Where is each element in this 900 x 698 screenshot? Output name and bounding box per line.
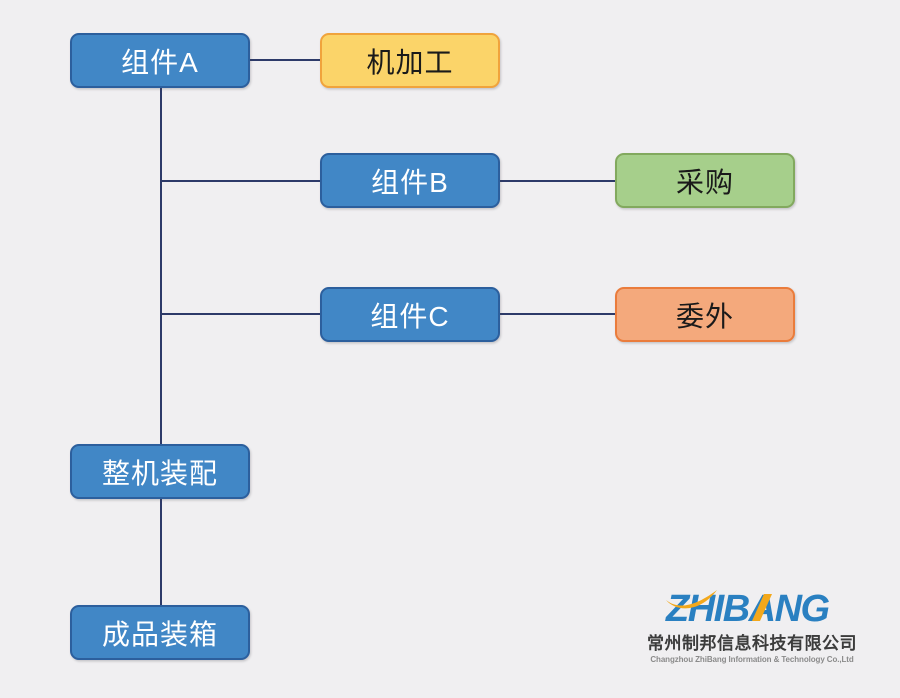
node-purchase[interactable]: 采购 (615, 153, 795, 208)
node-outsourcing[interactable]: 委外 (615, 287, 795, 342)
node-component-a[interactable]: 组件A (70, 33, 250, 88)
zhibang-logo: ZHIBANG (665, 588, 831, 628)
connector-trunk-compC (160, 313, 320, 315)
connector-compB-purchase (500, 180, 615, 182)
company-name-cn: 常州制邦信息科技有限公司 (647, 634, 857, 653)
connector-trunk-vertical (160, 88, 162, 606)
logo-swoosh-icon (666, 590, 717, 609)
logo-accent-a-stroke (752, 594, 772, 621)
node-label: 成品装箱 (101, 618, 218, 650)
company-logo-block: ZHIBANG 常州制邦信息科技有限公司 Changzhou ZhiBang I… (630, 586, 874, 664)
connector-compA-machining (250, 59, 320, 61)
connector-compC-outsourcing (500, 313, 615, 315)
node-label: 机加工 (366, 46, 454, 78)
node-label: 整机装配 (101, 457, 218, 489)
company-name-en: Changzhou ZhiBang Information & Technolo… (650, 655, 854, 664)
brand-text: ZHIBANG (665, 588, 830, 628)
node-component-c[interactable]: 组件C (320, 287, 500, 342)
node-label: 采购 (675, 166, 734, 198)
node-assembly[interactable]: 整机装配 (70, 444, 250, 499)
node-label: 组件A (121, 46, 199, 78)
node-packing[interactable]: 成品装箱 (70, 605, 250, 660)
node-label: 委外 (675, 300, 734, 332)
node-label: 组件C (370, 300, 450, 332)
node-machining[interactable]: 机加工 (320, 33, 500, 88)
node-component-b[interactable]: 组件B (320, 153, 500, 208)
node-label: 组件B (371, 166, 449, 198)
connector-trunk-compB (160, 180, 320, 182)
